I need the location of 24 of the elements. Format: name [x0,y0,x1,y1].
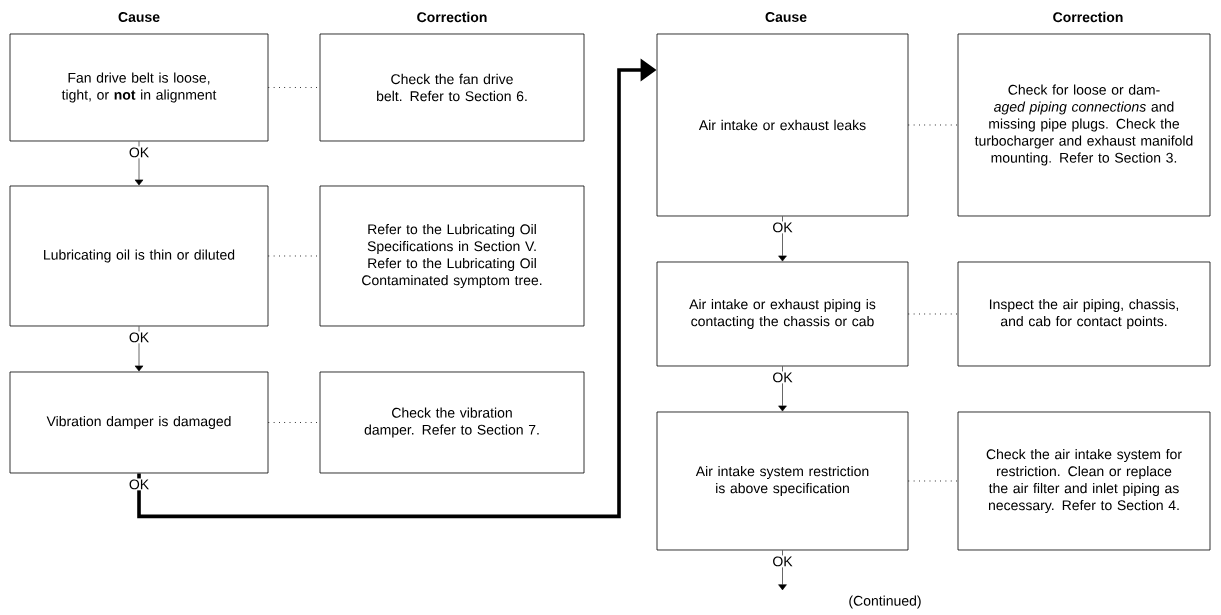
connector-arrow [134,326,144,372]
edge-label: OK [771,371,794,384]
correction-box: Check the fan drive belt. Refer to Section 6. [319,33,585,142]
edge-label: OK [127,146,151,159]
cause-box: Lubricating oil is thin or diluted [9,185,269,327]
edge-label: OK [127,331,151,344]
correction-box: Check the vibration damper. Refer to Section 7. [319,371,585,474]
edge-label: OK [771,221,794,234]
connector-arrow [778,216,787,262]
correction-box: Refer to the Lubricating Oil Specifications in Section V. Refer to the Lubricating Oil Contaminated symptom tree. [319,185,585,327]
cause-box: Air intake or exhaust piping is contacting the chassis or cab [656,261,909,367]
correction-box: Check for loose or dam- aged piping connections and missing pipe plugs. Check the turbocharger and exhaust manifold mounting. Refer to Section 3. [957,33,1211,217]
cause-box: Fan drive belt is loose, tight, or not in alignment [9,33,269,142]
edge-label: OK [771,555,794,568]
note-text: (Continued) [849,595,921,609]
cause-box: Air intake or exhaust leaks [656,33,909,217]
cause-box: Air intake system restriction is above specification [656,411,909,551]
correction-box: Check the air intake system for restriction. Clean or replace the air filter and inlet piping as necessary. Refer to Section 4. [957,411,1211,551]
edge-label: OK [127,478,151,491]
correction-box: Inspect the air piping, chassis, and cab for contact points. [957,261,1211,367]
connector-arrow [134,141,144,186]
connector-arrow [778,366,787,412]
cause-box: Vibration damper is damaged [9,371,269,474]
connector-arrow [778,550,787,591]
